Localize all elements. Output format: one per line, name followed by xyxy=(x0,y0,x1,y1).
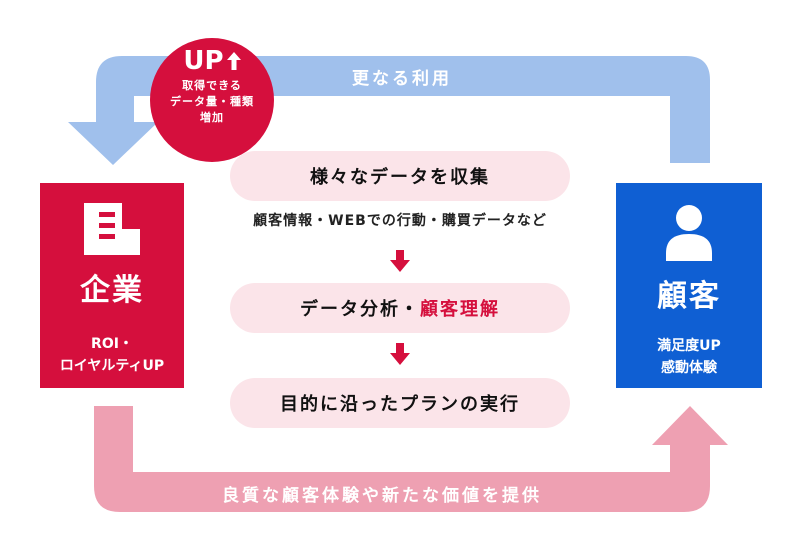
step-analysis: データ分析・顧客理解 xyxy=(230,283,570,333)
step-collect-data: 様々なデータを収集 xyxy=(230,151,570,201)
badge-title: UP xyxy=(183,46,241,76)
badge-line: 増加 xyxy=(200,111,224,124)
company-subtitle: ROI・ ロイヤルティUP xyxy=(60,333,164,377)
step-note: 顧客情報・WEBでの行動・購買データなど xyxy=(253,213,547,229)
step-label: データ分析・ xyxy=(300,299,420,320)
data-increase-badge: UP 取得できる データ量・種類 増加 xyxy=(150,38,274,162)
badge-line: データ量・種類 xyxy=(170,95,254,108)
arrow-up-icon xyxy=(226,52,241,70)
badge-text: 取得できる データ量・種類 増加 xyxy=(170,78,254,126)
customer-title: 顧客 xyxy=(657,279,721,314)
badge-up-text: UP xyxy=(183,46,224,76)
customer-sub-line: 満足度UP xyxy=(657,338,721,354)
step-execute-plan: 目的に沿ったプランの実行 xyxy=(230,378,570,428)
step-label: 目的に沿ったプランの実行 xyxy=(280,394,520,415)
company-sub-line: ROI・ xyxy=(91,336,133,352)
top-loop-label: 更なる利用 xyxy=(352,69,452,89)
bottom-loop-label: 良質な顧客体験や新たな価値を提供 xyxy=(222,486,542,506)
bottom-loop-arrow xyxy=(94,406,728,512)
person-icon xyxy=(666,205,712,261)
badge-line: 取得できる xyxy=(182,79,242,92)
company-sub-line: ロイヤルティUP xyxy=(59,358,165,374)
step-label: 様々なデータを収集 xyxy=(310,167,490,188)
company-box: 企業 ROI・ ロイヤルティUP xyxy=(40,183,184,388)
step-label-highlight: 顧客理解 xyxy=(420,299,500,320)
customer-box: 顧客 満足度UP 感動体験 xyxy=(616,183,762,388)
customer-sub-line: 感動体験 xyxy=(660,360,717,376)
down-arrow-icon xyxy=(390,343,410,365)
company-title: 企業 xyxy=(80,273,144,308)
customer-subtitle: 満足度UP 感動体験 xyxy=(657,335,721,379)
down-arrow-icon xyxy=(390,250,410,272)
building-icon xyxy=(84,203,140,255)
